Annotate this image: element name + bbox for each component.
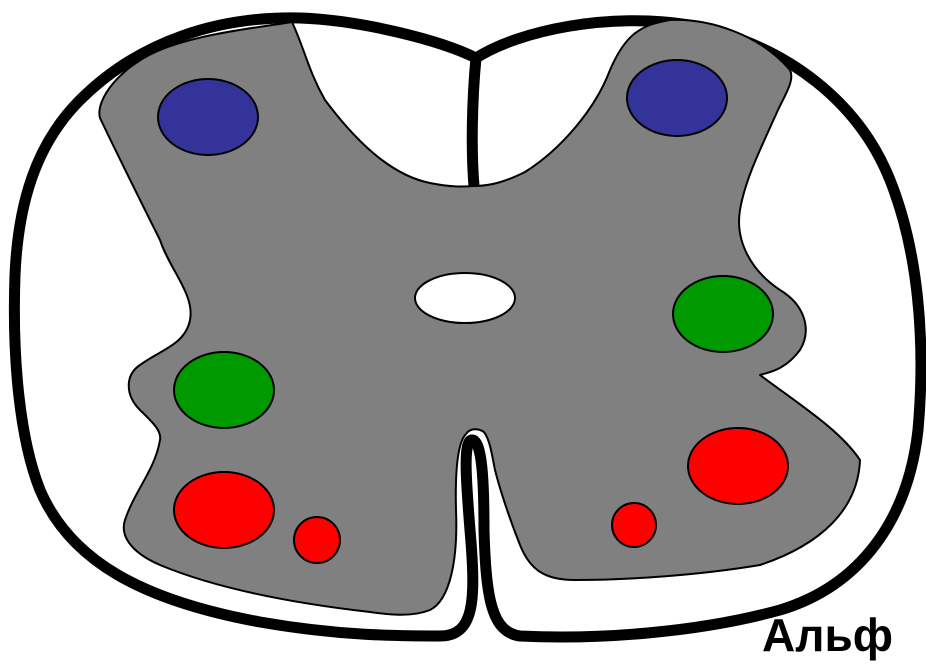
right-ventral-small-nucleus <box>612 503 656 547</box>
left-ventral-small-nucleus <box>294 517 340 563</box>
right-lateral-nucleus <box>673 276 773 352</box>
posterior-median-septum <box>472 58 476 186</box>
central-canal <box>415 273 515 323</box>
right-ventral-large-nucleus <box>688 428 788 504</box>
right-dorsal-nucleus <box>627 60 727 136</box>
left-lateral-nucleus <box>174 352 274 428</box>
left-dorsal-nucleus <box>158 79 258 155</box>
left-ventral-large-nucleus <box>174 472 274 548</box>
caption-text: Альф <box>762 612 893 658</box>
